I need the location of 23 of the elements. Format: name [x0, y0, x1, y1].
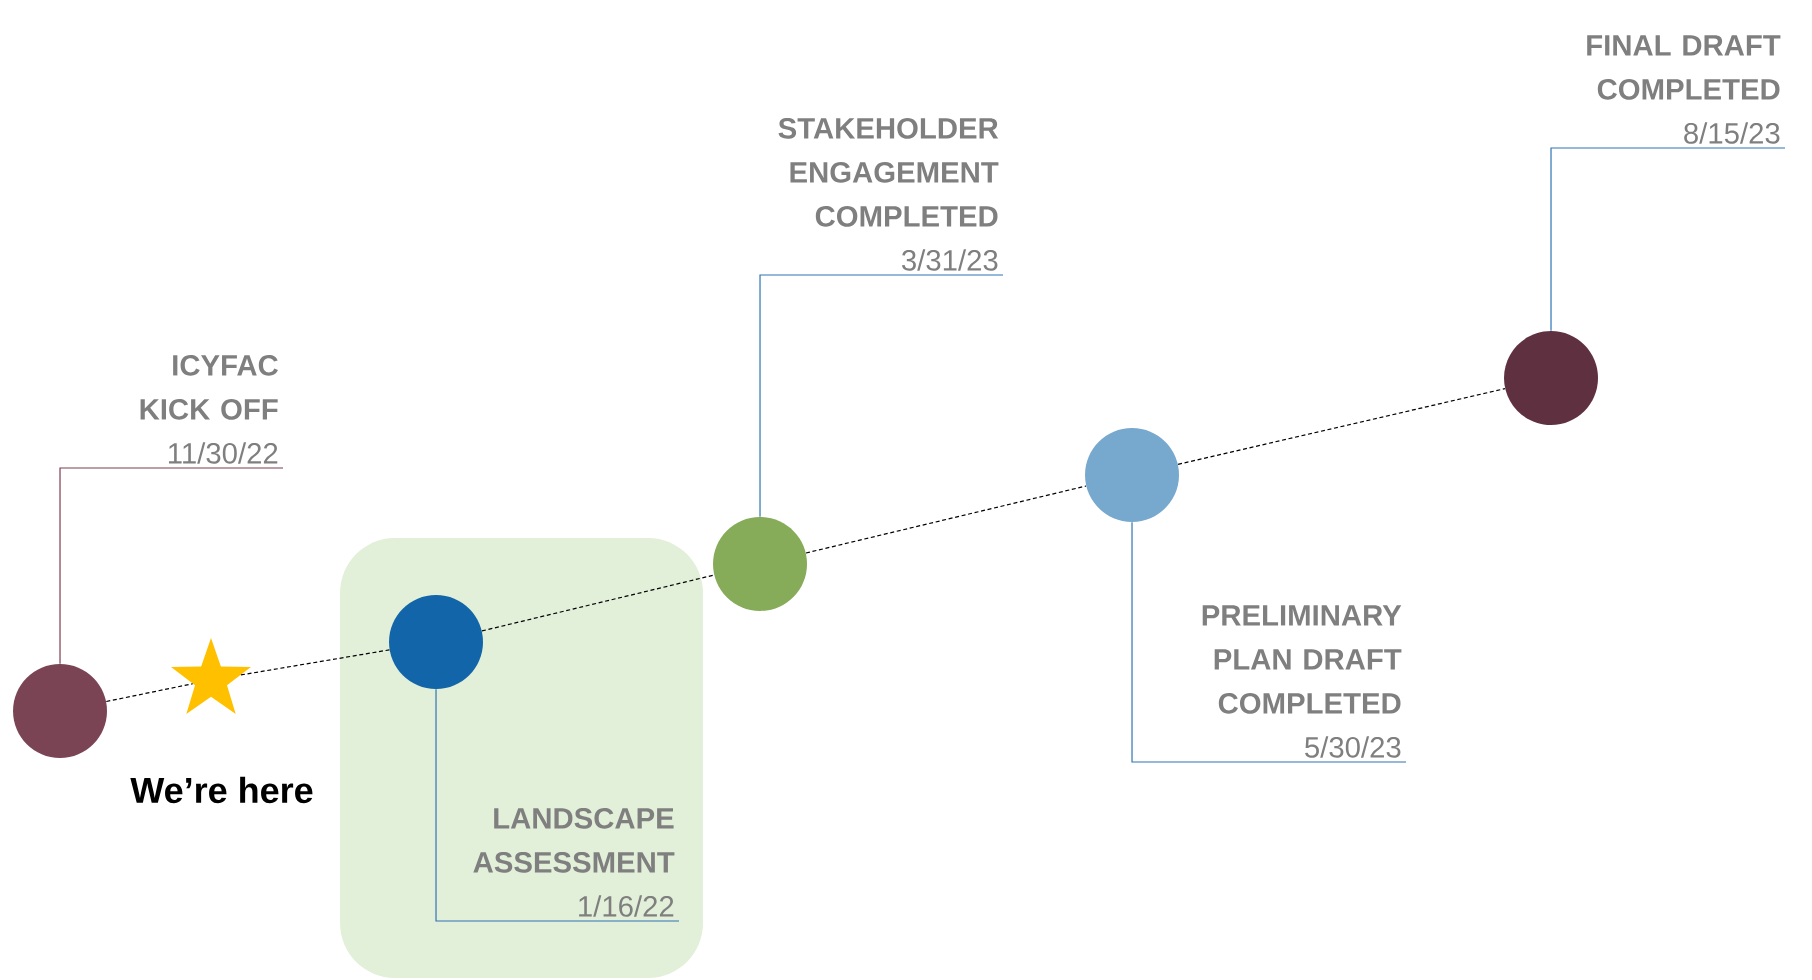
- leader-line: [435, 688, 680, 922]
- milestone-label: PRELIMINARY PLAN DRAFT COMPLETED 5/30/23: [1202, 605, 1402, 758]
- milestone-dot: [13, 664, 107, 758]
- leader-line: [59, 467, 284, 665]
- leader-line: [1131, 521, 1407, 763]
- highlight-panel: [340, 538, 703, 978]
- milestone-label: STAKEHOLDER ENGAGEMENT COMPLETED 3/31/23: [778, 117, 999, 271]
- timeline: [1177, 388, 1506, 465]
- milestone-dot: [1504, 331, 1598, 425]
- timeline: [105, 683, 194, 703]
- leader-line: [1550, 147, 1786, 332]
- milestone-label: LANDSCAPE ASSESSMENT 1/16/22: [473, 807, 675, 917]
- leader-line: [759, 274, 1004, 518]
- milestone-dot: [389, 595, 483, 689]
- timeline: [481, 574, 715, 632]
- milestone-dot: [713, 517, 807, 611]
- milestone-dot: [1085, 428, 1179, 522]
- timeline: [805, 485, 1087, 554]
- note-text: We’re here: [130, 776, 313, 804]
- milestone-label: FINAL DRAFT COMPLETED 8/15/23: [1587, 35, 1781, 144]
- timeline: [240, 649, 390, 676]
- milestone-label: ICYFAC KICK OFF 11/30/22: [140, 354, 278, 464]
- star-icon: [171, 638, 251, 714]
